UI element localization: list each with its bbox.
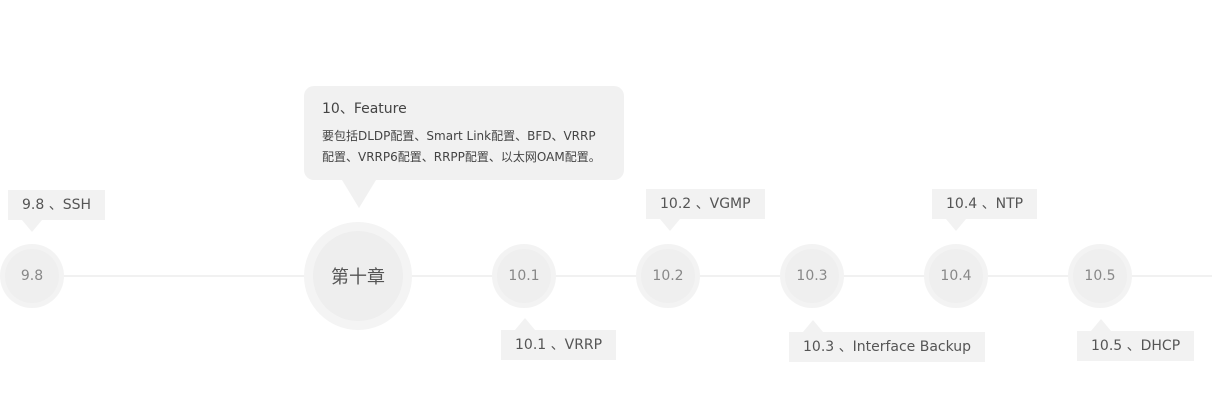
- node-label: 10.5: [1073, 249, 1127, 303]
- timeline-node-chapter-10[interactable]: 第十章: [304, 222, 412, 330]
- node-label: 10.1: [497, 249, 551, 303]
- timeline-node-10-1[interactable]: 10.1: [492, 244, 556, 308]
- chapter-description-card: 10、Feature 要包括DLDP配置、Smart Link配置、BFD、VR…: [304, 86, 624, 208]
- tag-10-5-dhcp[interactable]: 10.5 、DHCP: [1077, 319, 1195, 361]
- timeline-node-10-4[interactable]: 10.4: [924, 244, 988, 308]
- timeline-node-9-8[interactable]: 9.8: [0, 244, 64, 308]
- timeline-line: [0, 275, 1212, 277]
- feature-title: 10、Feature: [322, 101, 407, 117]
- node-label: 9.8: [5, 249, 59, 303]
- timeline-node-10-2[interactable]: 10.2: [636, 244, 700, 308]
- tag-10-3-interface-backup[interactable]: 10.3 、Interface Backup: [789, 320, 986, 362]
- timeline-node-10-3[interactable]: 10.3: [780, 244, 844, 308]
- feature-description: 要包括DLDP配置、Smart Link配置、BFD、VRRP配置、VRRP6配…: [322, 129, 601, 164]
- tag-10-4-ntp[interactable]: 10.4 、NTP: [932, 189, 1038, 231]
- node-label: 10.3: [785, 249, 839, 303]
- chapter-label: 第十章: [313, 231, 403, 321]
- timeline-node-10-5[interactable]: 10.5: [1068, 244, 1132, 308]
- node-label: 10.4: [929, 249, 983, 303]
- tag-9-8-ssh[interactable]: 9.8 、SSH: [8, 190, 106, 232]
- tag-10-1-vrrp[interactable]: 10.1 、VRRP: [501, 318, 617, 360]
- node-label: 10.2: [641, 249, 695, 303]
- tag-10-2-vgmp[interactable]: 10.2 、VGMP: [646, 189, 765, 231]
